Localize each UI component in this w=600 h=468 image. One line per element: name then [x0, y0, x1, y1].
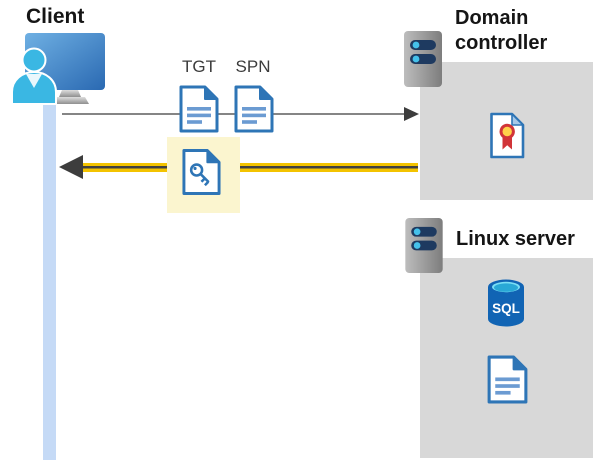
key-document-icon — [182, 149, 221, 195]
linux-server-label: Linux server — [456, 228, 575, 250]
ribbon-shape — [502, 136, 512, 150]
certificate-icon — [490, 112, 525, 159]
client-label: Client — [26, 5, 85, 28]
request-arrowhead-icon — [404, 107, 419, 121]
spn-label: SPN — [235, 57, 271, 76]
spn-document-icon — [234, 85, 274, 133]
sql-database-icon: SQL — [488, 279, 524, 327]
tgt-label: TGT — [182, 57, 216, 76]
tgt-document-icon — [179, 85, 219, 133]
response-arrow-line — [80, 163, 418, 172]
domain-controller-server-icon — [404, 31, 442, 87]
response-arrowhead-icon — [59, 155, 83, 179]
key-glyph — [189, 163, 210, 187]
keytab-document-icon — [487, 355, 528, 404]
user-workstation-icon — [11, 33, 105, 105]
linux-server-icon — [405, 217, 443, 274]
client-timeline-bar — [43, 100, 56, 460]
monitor-stand-neck — [59, 90, 81, 97]
domain-controller-label: Domain controller — [455, 7, 548, 54]
person-icon — [11, 47, 57, 105]
rosette-shape — [499, 123, 515, 140]
sql-database-label: SQL — [492, 301, 520, 316]
